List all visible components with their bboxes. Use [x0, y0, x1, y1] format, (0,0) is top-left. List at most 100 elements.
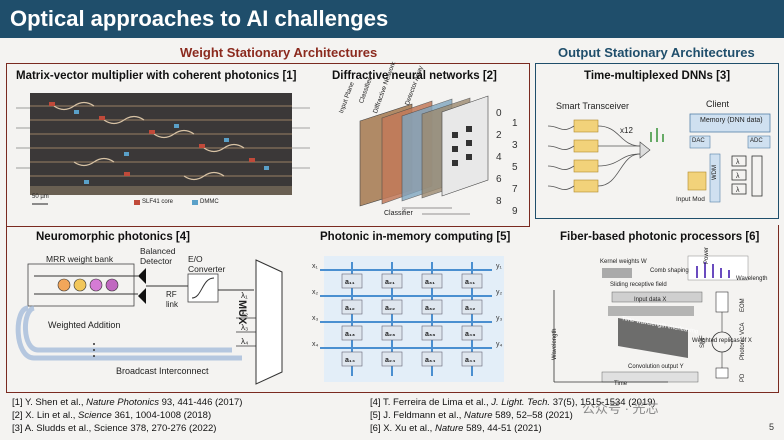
title-bar: Optical approaches to AI challenges [0, 0, 784, 38]
svg-text:a₄₄: a₄₄ [465, 357, 476, 364]
reference-5: [5] J. Feldmann et al., Nature 589, 52–5… [370, 410, 573, 421]
weighted-replicas-label: Weighted replicas of X [692, 338, 752, 344]
in-memory-crossbar-diagram: a₁₁ a₂₁ a₃₁ a₄₁ a₁₂ a₂₂ a₃₂ a₄₂ a₁₃ a₂₃ a₃₃ a₄₃ a… [312, 256, 504, 382]
balanced-label: Balanced [140, 246, 176, 256]
x12-label: x12 [620, 126, 633, 135]
svg-text:λ: λ [736, 187, 740, 194]
svg-text:9: 9 [512, 206, 518, 217]
svg-text:x₂: x₂ [312, 289, 319, 296]
reference-6: [6] X. Xu et al., Nature 589, 44-51 (202… [370, 423, 542, 434]
adc-label: ADC [750, 138, 763, 144]
weight-stationary-header: Weight Stationary Architectures [180, 45, 378, 60]
svg-text:x₃: x₃ [312, 315, 319, 322]
weight-stationary-top-panel [6, 63, 530, 227]
smf-label: SMF [700, 335, 706, 348]
svg-text:a₂₂: a₂₂ [385, 305, 395, 312]
svg-text:a₁₁: a₁₁ [345, 279, 355, 286]
power-axis-label: Power [704, 246, 710, 264]
mrr-weight-bank-label: MRR weight bank [46, 254, 114, 264]
time-multiplexed-diagram: λλλ [547, 113, 771, 203]
fiber-processor-diagram [553, 255, 749, 383]
memory-label: Memory (DNN data) [700, 117, 763, 124]
svg-text:λ₂: λ₂ [241, 309, 248, 318]
svg-text:λ: λ [736, 159, 740, 166]
svg-text:y₃: y₃ [496, 315, 503, 322]
svg-text:λ₃: λ₃ [241, 323, 248, 332]
svg-text:4: 4 [496, 152, 502, 163]
pd-label: PD [740, 373, 746, 382]
svg-text:3: 3 [512, 140, 518, 151]
photonic-chip-image [16, 93, 310, 205]
wavelength-vertical-label: Wavelength [552, 328, 558, 360]
output-stationary-header: Output Stationary Architectures [558, 45, 755, 60]
output-stationary-panel [535, 63, 779, 219]
watermark: 公众号 · 光芯 [582, 401, 659, 416]
svg-text:a₄₂: a₄₂ [465, 305, 475, 312]
svg-text:λ₄: λ₄ [241, 337, 248, 346]
broadcast-interconnect-label: Broadcast Interconnect [116, 366, 209, 376]
reference-1: [1] Y. Shen et al., Nature Photonics 93,… [12, 397, 243, 408]
legend-dmmc: DMMC [200, 199, 219, 205]
svg-text:0: 0 [496, 108, 502, 119]
photonic-vca-label: Photonic VCA [740, 322, 746, 360]
eom-label: EOM [740, 298, 746, 312]
svg-text:a₁₂: a₁₂ [345, 305, 355, 312]
client-label: Client [706, 99, 730, 109]
references-right: [4] T. Ferreira de Lima et al., J. Light… [370, 396, 656, 435]
svg-text:a₄₃: a₄₃ [465, 331, 475, 338]
panel-title-fiber: Fiber-based photonic processors [6] [560, 231, 760, 243]
panel-title-time-multiplexed: Time-multiplexed DNNs [3] [584, 70, 731, 82]
svg-text:x₁: x₁ [312, 263, 319, 270]
svg-text:5: 5 [512, 162, 518, 173]
svg-text:8: 8 [496, 196, 502, 207]
svg-text:a₁₄: a₁₄ [345, 357, 355, 364]
svg-text:a₂₁: a₂₁ [385, 279, 395, 286]
smart-transceiver-label: Smart Transceiver [556, 101, 630, 111]
scale-bar-label: 50 µm [32, 194, 49, 200]
svg-text:a₃₁: a₃₁ [425, 279, 435, 286]
converter-label: Converter [188, 264, 226, 274]
reference-2: [2] X. Lin et al., Science 361, 1004-100… [12, 410, 212, 421]
comb-shaping-label: Comb shaping [650, 268, 689, 274]
svg-text:y₂: y₂ [496, 289, 503, 296]
input-mod-label: Input Mod [676, 196, 705, 203]
slide-title: Optical approaches to AI challenges [10, 6, 389, 31]
mux-label: MUX [236, 300, 248, 325]
convolution-output-label: Convolution output Y [628, 364, 684, 370]
svg-text:a₃₄: a₃₄ [425, 357, 435, 364]
reference-3: [3] A. Sludds et al., Science 378, 270-2… [12, 423, 217, 434]
time-axis-label: Time [614, 381, 628, 387]
svg-text:6: 6 [496, 174, 502, 185]
classifier-bottom-label: Classifier [384, 210, 413, 217]
svg-text:1: 1 [512, 118, 518, 129]
bottom-panels-frame [6, 225, 779, 393]
svg-text:a₂₄: a₂₄ [385, 357, 395, 364]
weighted-addition-label: Weighted Addition [48, 320, 121, 330]
svg-text:a₂₃: a₂₃ [385, 331, 395, 338]
svg-text:a₄₁: a₄₁ [465, 279, 475, 286]
sliding-field-label: Sliding receptive field [610, 282, 667, 288]
page-number: 5 [768, 422, 774, 432]
legend-core: SLF41 core [142, 199, 174, 205]
link-label: link [166, 300, 179, 309]
neuromorphic-diagram: λ₁ λ₂ λ₃ λ₄ [15, 259, 283, 385]
panel-title-neuromorphic: Neuromorphic photonics [4] [36, 231, 190, 243]
svg-text:λ: λ [736, 173, 740, 180]
svg-text:7: 7 [512, 184, 518, 195]
references-left: [1] Y. Shen et al., Nature Photonics 93,… [12, 396, 242, 435]
svg-text:y₁: y₁ [496, 263, 503, 270]
dac-label: DAC [692, 138, 705, 144]
svg-text:2: 2 [496, 130, 502, 141]
panel-title-mvm: Matrix-vector multiplier with coherent p… [16, 70, 297, 82]
svg-text:x₄: x₄ [312, 341, 319, 348]
detector-label: Detector [140, 256, 173, 266]
svg-text:a₃₃: a₃₃ [425, 331, 435, 338]
svg-text:a₁₃: a₁₃ [345, 331, 355, 338]
wdm-label: WDM [712, 165, 718, 180]
svg-text:a₃₂: a₃₂ [425, 305, 435, 312]
rf-label: RF [166, 290, 177, 299]
input-data-label: Input data X [634, 297, 667, 303]
svg-text:λ₁: λ₁ [241, 291, 248, 300]
panel-title-in-memory: Photonic in-memory computing [5] [320, 231, 511, 243]
